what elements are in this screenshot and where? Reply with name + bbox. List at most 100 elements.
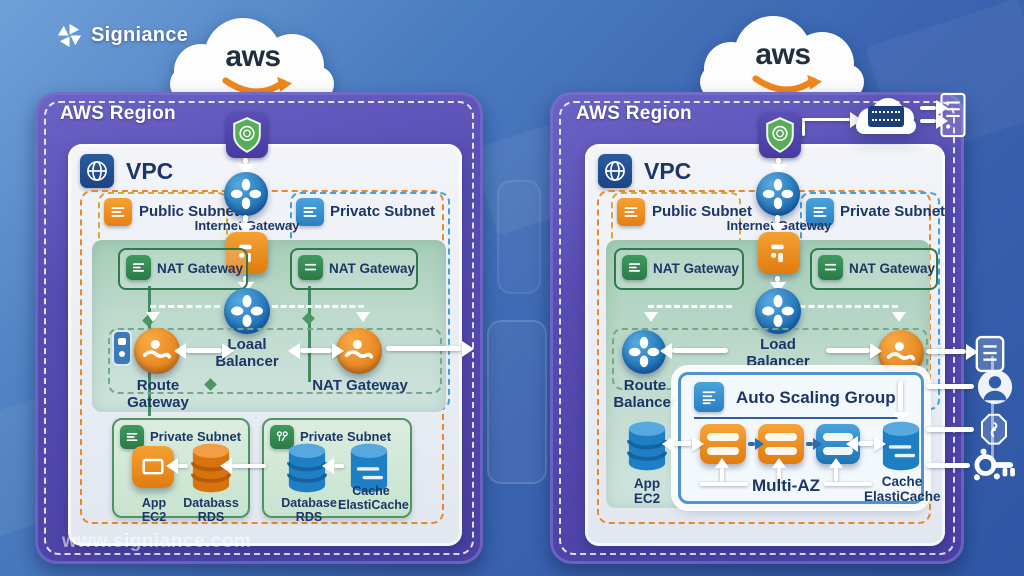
nat-gateway-label-left: NAT Gateway [157, 261, 244, 276]
lb-to-nat-arrow [826, 348, 870, 353]
load-balancer-icon [755, 288, 801, 334]
shield-to-gateway-arrow [776, 158, 781, 164]
private-subnet-icon [296, 198, 324, 226]
gateway-down-arrow [775, 215, 780, 223]
dashed-arrowhead [892, 312, 906, 322]
aws-cloud-right: aws [698, 12, 868, 104]
gateway-down-arrow [243, 276, 248, 282]
availability-zone-area [92, 240, 446, 412]
security-shield-tab [759, 112, 801, 158]
lb-to-route-arrow [672, 348, 728, 353]
gateway-row-dashed-box [108, 328, 442, 394]
vpc-title-left: VPC [126, 158, 174, 184]
dashed-arrowhead [644, 312, 658, 322]
multiaz-bracket [824, 482, 872, 486]
service-column-line [991, 356, 994, 468]
gateway-down-arrow [243, 215, 248, 223]
shield-icon [766, 117, 794, 153]
export-arrow-user [926, 384, 974, 389]
nat-gateway-icon [622, 255, 647, 280]
rds-database-icon-blue [286, 443, 328, 493]
vpc-title-right: VPC [644, 158, 692, 184]
multiaz-up-arrow [777, 468, 781, 482]
instance-link-arrow [748, 442, 755, 446]
aws-smile-icon [222, 76, 293, 95]
background-circuit-panel [497, 180, 541, 294]
cache-elasticache-label: Cache ElastiCache [338, 484, 409, 513]
private-subnet-label-right: Private Subnet [840, 203, 946, 220]
multiaz-up-arrow [834, 468, 838, 482]
globe-icon [605, 161, 625, 181]
cloud-to-server-arrow [920, 119, 936, 123]
chip-icon [868, 106, 904, 127]
auto-scaling-icon [694, 382, 724, 412]
route-gateway-label: Route Gateway [127, 377, 189, 411]
cloud-service-icon [856, 94, 916, 138]
route-to-lb-arrow [186, 348, 222, 353]
nat-gateway-label-mid: NAT Gateway [312, 377, 408, 394]
multiaz-up-arrow [720, 468, 724, 482]
lb-dashed-link [150, 305, 220, 308]
nat-gateway-label-right: NAT Gateway [329, 261, 416, 276]
private-subnet-b-title: Private Subnet [300, 429, 392, 444]
dashed-arrowhead [356, 312, 370, 322]
ec2-to-asg-arrow [674, 441, 692, 446]
background-circuit-panel [487, 320, 547, 484]
internet-gateway-icon [756, 172, 800, 216]
elasticache-icon [350, 443, 388, 493]
database-rds-label: Databass RDS [183, 496, 239, 525]
app-ec2-db-icon [626, 421, 668, 471]
subnet-icon [270, 425, 294, 449]
nat-to-cache-arrow [898, 380, 903, 412]
user-icon [977, 369, 1013, 405]
vpc-chip [80, 154, 114, 188]
watermark: www.signiance.com [62, 531, 252, 552]
key-gear-icon [973, 448, 1015, 481]
aws-logo-text: aws [755, 38, 811, 71]
export-arrow-doc [926, 349, 966, 354]
region-title-left: AWS Region [60, 103, 176, 124]
brand-name: Signiance [91, 24, 189, 46]
asg-to-cache-arrow [858, 441, 874, 446]
globe-icon [87, 161, 107, 181]
load-balancer-icon [224, 288, 270, 334]
brand-lockup: Signiance [56, 22, 188, 49]
database-rds-label: Database RDS [281, 496, 337, 525]
public-subnet-icon [617, 198, 645, 226]
nat-gateway-circle-icon [878, 330, 924, 376]
nat-gateway-center-icon [758, 232, 800, 274]
lb-to-nat-arrow [300, 348, 332, 353]
region-title-right: AWS Region [576, 103, 692, 124]
db-to-app-arrow [178, 464, 188, 468]
cloud-to-server-arrow [920, 106, 936, 110]
private-subnet-label-left: Privatc Subnet [330, 203, 436, 220]
elasticache-icon [882, 421, 920, 471]
shield-badge-icon [981, 413, 1007, 445]
nat-gateway-icon [298, 255, 323, 280]
lb-dashed-link [272, 305, 364, 308]
gateway-down-arrow [775, 276, 780, 282]
app-ec2-label: App EC2 [633, 476, 661, 507]
cache-to-db-arrow [334, 464, 344, 468]
vpc-chip [598, 154, 632, 188]
asg-divider [694, 417, 902, 419]
instance-link-arrow [806, 442, 813, 446]
aws-logo-text: aws [225, 40, 281, 73]
nat-exit-arrow [386, 346, 462, 351]
lb-dashed-link [790, 305, 898, 308]
shield-link-stub [802, 120, 805, 136]
signiance-logo-icon [57, 23, 82, 48]
security-shield-tab [226, 112, 268, 158]
public-subnet-icon [104, 198, 132, 226]
nat-gateway-label-right: NAT Gateway [849, 261, 936, 276]
subnet-icon [120, 425, 144, 449]
lb-dashed-link [648, 305, 732, 308]
export-arrow-key [926, 463, 970, 468]
shield-icon [233, 117, 261, 153]
dashed-arrowhead [146, 312, 160, 322]
subnet-connector-line [308, 286, 311, 382]
load-balancer-label-right: Load Balancer [746, 336, 810, 370]
aws-smile-icon [752, 74, 823, 93]
multiaz-bracket [700, 482, 748, 486]
